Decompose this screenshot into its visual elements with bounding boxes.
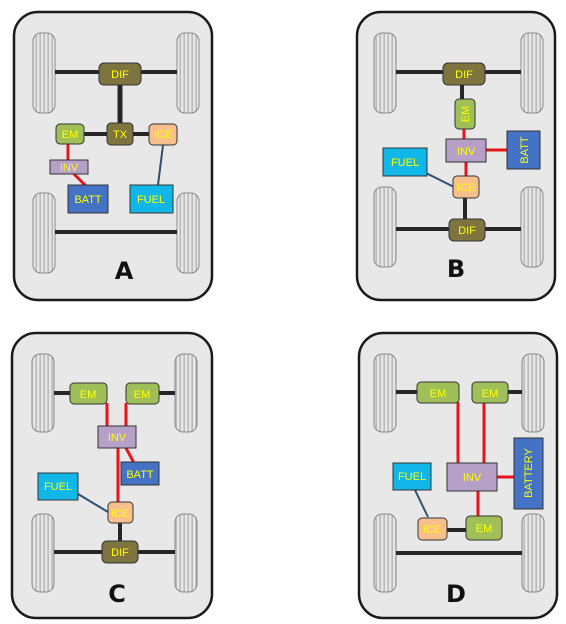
em-left-label: EM bbox=[80, 389, 97, 401]
inv-block bbox=[49, 159, 89, 175]
fuel-label: FUEL bbox=[137, 194, 165, 206]
inv-block bbox=[446, 462, 498, 492]
fuel-block bbox=[382, 147, 428, 177]
ice-block bbox=[452, 175, 480, 199]
ice-block bbox=[107, 501, 134, 524]
batt-label: BATT bbox=[519, 136, 531, 164]
inv-label: INV bbox=[60, 162, 79, 174]
em-right-block bbox=[125, 382, 160, 405]
ice-label: ICE bbox=[154, 129, 172, 141]
ice-block bbox=[417, 517, 448, 541]
inv-label: INV bbox=[457, 146, 476, 158]
panel-d: EM EM BATTERY FUEL INV ICE EM D bbox=[357, 331, 559, 620]
wheel-front-right bbox=[176, 32, 200, 114]
dif-rear-block bbox=[448, 218, 486, 242]
dif-label: DIF bbox=[111, 69, 129, 81]
fuel-block bbox=[129, 184, 174, 214]
em-rear-block bbox=[465, 515, 503, 541]
ice-fuel-link bbox=[157, 144, 164, 186]
battery-block bbox=[513, 437, 544, 510]
em-left-label: EM bbox=[430, 388, 447, 400]
em-label: EM bbox=[62, 129, 79, 141]
em-block bbox=[454, 98, 476, 130]
ice-label: ICE bbox=[111, 508, 129, 520]
fuel-ice-link bbox=[414, 489, 429, 518]
inv-label: INV bbox=[463, 472, 482, 484]
battery-label: BATTERY bbox=[523, 447, 535, 497]
wheel-front-left bbox=[373, 32, 397, 114]
wheel-rear-right bbox=[520, 186, 544, 268]
wheel-front-left bbox=[32, 32, 56, 114]
batt-block bbox=[506, 130, 541, 170]
chassis-outline bbox=[12, 10, 214, 302]
fuel-label: FUEL bbox=[398, 471, 426, 483]
panel-letter: A bbox=[115, 257, 134, 285]
fuel-block bbox=[37, 472, 79, 501]
ice-block bbox=[148, 123, 178, 146]
wheel-rear-right bbox=[521, 513, 545, 593]
dif-rear-label: DIF bbox=[458, 225, 476, 237]
fuel-label: FUEL bbox=[44, 481, 72, 493]
wheel-rear-left bbox=[31, 513, 55, 593]
wheel-rear-left bbox=[373, 186, 397, 268]
inv-batt-link bbox=[124, 447, 136, 464]
wheel-front-right bbox=[521, 353, 545, 433]
dif-block bbox=[98, 62, 142, 86]
em-block bbox=[55, 123, 85, 145]
wheel-front-right bbox=[174, 353, 198, 433]
wheel-rear-left bbox=[32, 192, 56, 274]
inv-label: INV bbox=[108, 432, 127, 444]
panel-letter: B bbox=[447, 255, 465, 283]
em-left-block bbox=[416, 381, 460, 404]
wheel-rear-left bbox=[373, 513, 397, 593]
batt-block bbox=[120, 461, 160, 486]
fuel-block bbox=[392, 462, 432, 491]
em-right-label: EM bbox=[134, 389, 151, 401]
fuel-ice-link bbox=[77, 493, 109, 513]
em-right-block bbox=[471, 381, 509, 404]
panel-letter: D bbox=[446, 580, 466, 608]
wheel-front-right bbox=[520, 32, 544, 114]
panel-b: DIF EM INV BATT FUEL ICE DIF B bbox=[355, 10, 557, 302]
ice-label: ICE bbox=[423, 524, 441, 536]
panel-letter: C bbox=[108, 580, 126, 608]
inv-block bbox=[97, 425, 137, 449]
tx-label: TX bbox=[113, 129, 128, 141]
panel-c: EM EM INV BATT FUEL ICE DIF C bbox=[10, 331, 214, 620]
wheel-front-left bbox=[31, 353, 55, 433]
chassis-outline bbox=[10, 331, 214, 620]
wheel-front-left bbox=[373, 353, 397, 433]
em-right-label: EM bbox=[482, 388, 499, 400]
em-rear-label: EM bbox=[476, 523, 493, 535]
batt-block bbox=[67, 184, 109, 214]
wheel-rear-right bbox=[174, 513, 198, 593]
batt-label: BATT bbox=[126, 469, 154, 481]
batt-label: BATT bbox=[74, 194, 102, 206]
dif-block bbox=[101, 540, 139, 564]
ice-label: ICE bbox=[457, 182, 475, 194]
dif-front-block bbox=[442, 62, 486, 86]
dif-label: DIF bbox=[111, 547, 129, 559]
em-left-block bbox=[69, 382, 108, 405]
panel-a: DIF TX EM ICE INV BATT FUEL A bbox=[12, 10, 214, 302]
em-label: EM bbox=[460, 106, 472, 123]
tx-block bbox=[106, 122, 134, 146]
wheel-rear-right bbox=[176, 192, 200, 274]
dif-front-label: DIF bbox=[455, 69, 473, 81]
fuel-label: FUEL bbox=[391, 157, 419, 169]
inv-block bbox=[445, 138, 487, 163]
